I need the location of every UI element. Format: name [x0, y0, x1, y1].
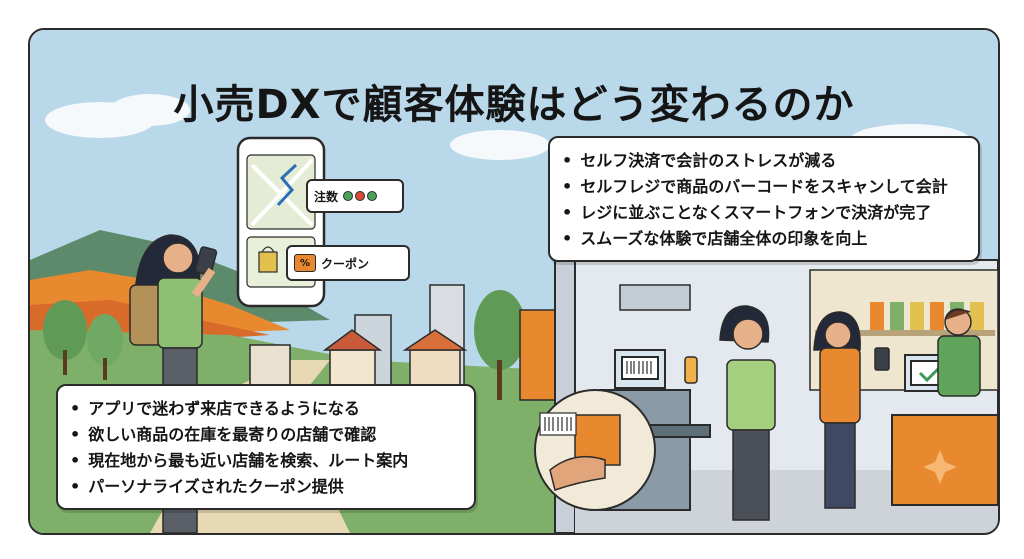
- shopper-with-phone: [813, 311, 890, 509]
- page-title: 小売DXで顧客体験はどう変わるのか: [173, 82, 855, 128]
- store-benefits-list: セルフ決済で会計のストレスが減る セルフレジで商品のバーコードをスキャンして会計…: [562, 148, 978, 252]
- list-item: アプリで迷わず来店できるようになる: [70, 396, 474, 422]
- coupon-label: クーポン: [321, 256, 370, 271]
- list-item: 現在地から最も近い店舗を検索、ルート案内: [70, 448, 474, 474]
- payment-terminal: [891, 354, 998, 506]
- sparkle-icon: [923, 450, 957, 484]
- list-item: セルフレジで商品のバーコードをスキャンして会計: [562, 174, 978, 200]
- order-tag: 注数: [306, 179, 404, 213]
- list-item: セルフ決済で会計のストレスが減る: [562, 148, 978, 174]
- clouds: [45, 94, 970, 160]
- store-clerk: [937, 308, 981, 397]
- town-buildings: [249, 284, 561, 401]
- list-item: レジに並ぶことなくスマートフォンで決済が完了: [562, 200, 978, 226]
- store-benefits-panel: セルフ決済で会計のストレスが減る セルフレジで商品のバーコードをスキャンして会計…: [548, 136, 980, 262]
- barcode-icon: [626, 361, 652, 374]
- scanner-inset: [534, 389, 656, 511]
- order-label: 注数: [314, 189, 339, 204]
- trees: [43, 290, 526, 400]
- coupon-tag: % クーポン: [286, 245, 410, 281]
- map-route-icon: [276, 163, 298, 207]
- dots-icon: [343, 191, 378, 201]
- check-icon: [918, 364, 943, 383]
- infographic-frame: 小売DXで顧客体験はどう変わるのか 注数 % クーポン セルフ決済で会計のストレ…: [28, 28, 1000, 535]
- list-item: パーソナライズされたクーポン提供: [70, 474, 474, 500]
- list-item: 欲しい商品の在庫を最寄りの店舗で確認: [70, 422, 474, 448]
- list-item: スムーズな体験で店舗全体の印象を向上: [562, 226, 978, 252]
- app-benefits-panel: アプリで迷わず来店できるようになる 欲しい商品の在庫を最寄りの店舗で確認 現在地…: [56, 384, 476, 510]
- coupon-icon: %: [294, 254, 316, 272]
- app-benefits-list: アプリで迷わず来店できるようになる 欲しい商品の在庫を最寄りの店舗で確認 現在地…: [70, 396, 474, 500]
- shopping-bag-icon: [258, 246, 278, 273]
- smiling-shopper: [684, 305, 776, 521]
